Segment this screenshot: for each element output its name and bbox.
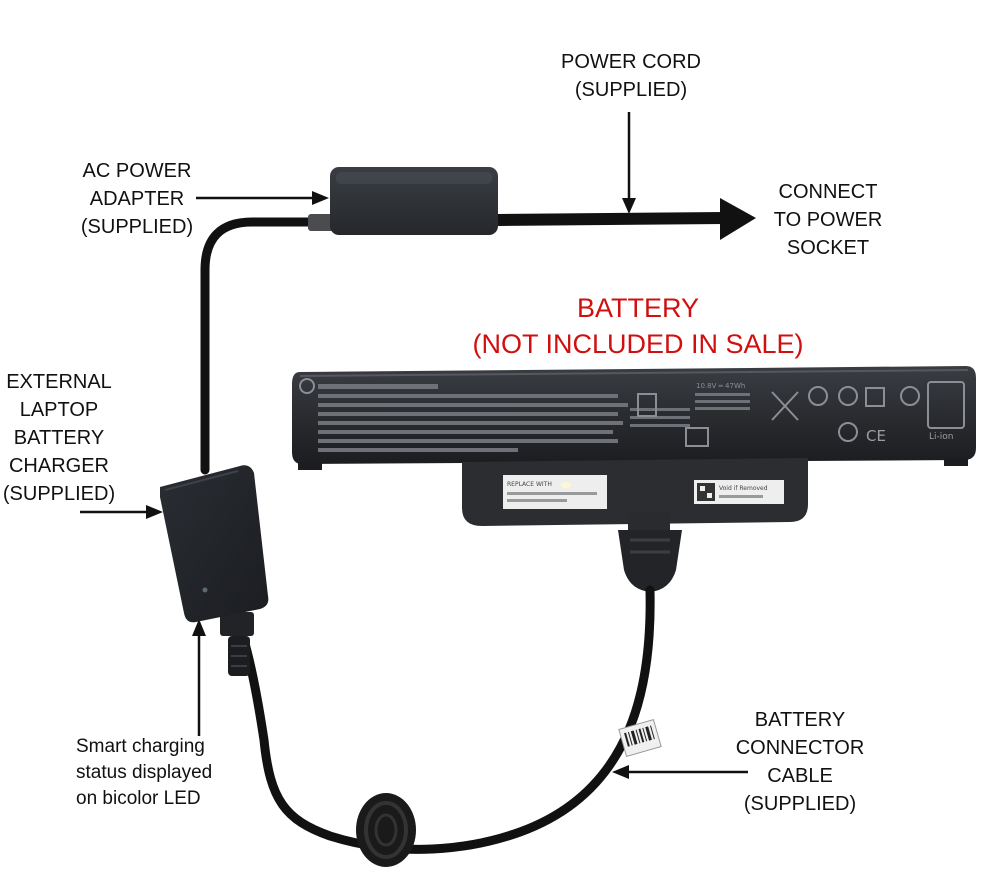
label-ac-adapter: AC POWER ADAPTER (SUPPLIED)	[80, 160, 194, 238]
cable-tag	[618, 718, 662, 758]
bicolor-led	[202, 587, 208, 593]
label-led-status: Smart charging status displayed on bicol…	[76, 736, 213, 809]
ac-adapter-highlight	[336, 172, 492, 184]
arrow-ac-adapter-head	[312, 191, 329, 205]
dc-cable-strain-relief	[308, 214, 334, 231]
svg-text:Void if Removed: Void if Removed	[719, 485, 768, 492]
label-power-cord: POWER CORD (SUPPLIED)	[561, 51, 701, 101]
arrow-connector-cable-head	[612, 765, 629, 779]
power-cord-arrowhead	[720, 198, 756, 240]
ferrite-bead	[356, 793, 416, 867]
arrow-power-cord-head	[622, 198, 636, 214]
charger-plug	[220, 612, 254, 676]
arrow-charger-head	[146, 505, 163, 519]
label-battery-not-included: BATTERY (NOT INCLUDED IN SALE)	[472, 293, 804, 359]
dc-cable	[200, 217, 323, 475]
ce-mark: CE	[866, 427, 886, 445]
arrow-led-head	[192, 619, 206, 636]
laptop-battery: 10.8V ═ 47Wh Li-ion CE REPLACE WITH Void…	[292, 366, 976, 526]
label-connector-cable: BATTERY CONNECTOR CABLE (SUPPLIED)	[735, 709, 865, 815]
battery-connector-plug	[618, 512, 682, 592]
charger-unit	[160, 465, 269, 623]
label-external-charger: EXTERNAL LAPTOP BATTERY CHARGER (SUPPLIE…	[2, 371, 116, 505]
svg-text:REPLACE WITH: REPLACE WITH	[507, 481, 552, 488]
label-connect-socket: CONNECT TO POWER SOCKET	[773, 181, 883, 259]
battery-chem: Li-ion	[929, 432, 953, 442]
battery-connector-cable	[239, 585, 655, 854]
pointer-arrows	[80, 112, 748, 779]
battery-spec: 10.8V ═ 47Wh	[696, 382, 745, 390]
power-cord	[497, 212, 726, 226]
